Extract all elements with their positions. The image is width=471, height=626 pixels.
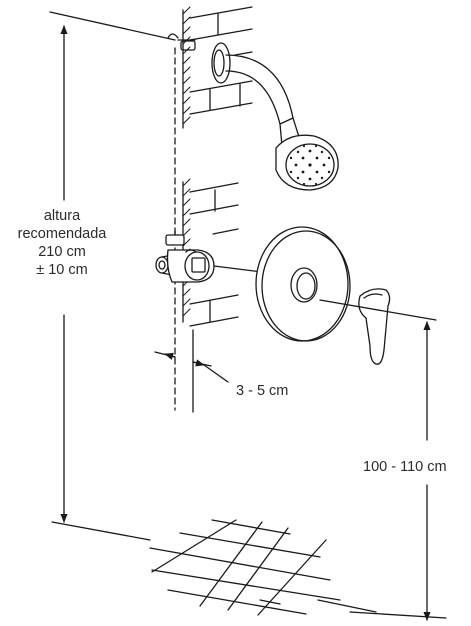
recommended-height-line-4: ± 10 cm: [36, 262, 88, 278]
shower-head: [275, 117, 339, 191]
shower-arm: [211, 42, 294, 125]
recommended-height-line-3: 210 cm: [38, 244, 86, 260]
valve-height-label: 100 - 110 cm: [363, 459, 447, 475]
top-reference-line: [49, 11, 176, 41]
depth-dimension: [154, 351, 229, 383]
shower-arm-outlet: [167, 33, 196, 51]
upper-wall: [182, 6, 253, 129]
recommended-height-line-1: altura: [43, 208, 81, 224]
recommended-height-label: altura recomendada 210 cm ± 10 cm: [0, 207, 124, 279]
mixing-valve: [155, 230, 215, 283]
recommended-height-line-2: recomendada: [17, 226, 107, 242]
floor-tiles: [149, 519, 447, 619]
embed-depth-label: 3 - 5 cm: [236, 383, 289, 399]
trim-plate: [255, 226, 351, 342]
valve-height-reference-line: [319, 299, 437, 321]
valve-extension: [213, 265, 263, 273]
floor-reference-line: [51, 521, 151, 541]
handle-lever: [358, 288, 391, 365]
